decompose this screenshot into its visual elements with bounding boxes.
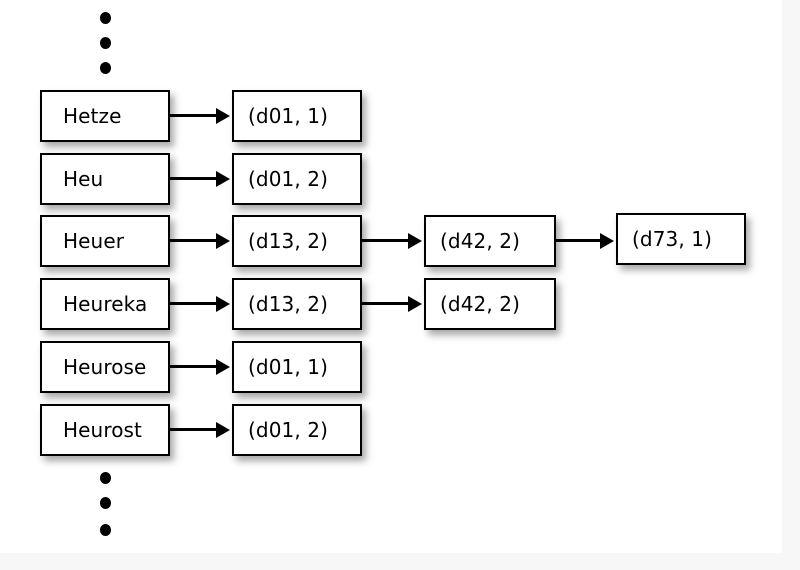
edge-posting-chain <box>556 239 602 242</box>
arrow-head-icon <box>216 233 230 249</box>
ellipsis-dot <box>100 62 111 74</box>
posting-box[interactable]: (d42, 2) <box>424 215 556 267</box>
ellipsis-dot <box>100 524 111 536</box>
dictionary-term-box[interactable]: Heurose <box>40 341 170 393</box>
edge-term-to-posting <box>170 428 218 431</box>
posting-box[interactable]: (d01, 2) <box>232 153 362 205</box>
posting-box[interactable]: (d73, 1) <box>616 213 746 265</box>
posting-box[interactable]: (d01, 1) <box>232 341 362 393</box>
posting-box[interactable]: (d13, 2) <box>232 215 362 267</box>
edge-posting-chain <box>362 239 410 242</box>
edge-term-to-posting <box>170 365 218 368</box>
ellipsis-dot <box>100 497 111 509</box>
arrow-head-icon <box>216 171 230 187</box>
posting-box[interactable]: (d13, 2) <box>232 278 362 330</box>
dictionary-term-box[interactable]: Heu <box>40 153 170 205</box>
posting-box[interactable]: (d01, 1) <box>232 90 362 142</box>
edge-term-to-posting <box>170 177 218 180</box>
dictionary-term-box[interactable]: Heureka <box>40 278 170 330</box>
arrow-head-icon <box>216 296 230 312</box>
edge-term-to-posting <box>170 114 218 117</box>
arrow-head-icon <box>408 233 422 249</box>
posting-box[interactable]: (d42, 2) <box>424 278 556 330</box>
arrow-head-icon <box>408 296 422 312</box>
dictionary-term-box[interactable]: Hetze <box>40 90 170 142</box>
edge-term-to-posting <box>170 239 218 242</box>
arrow-head-icon <box>600 233 614 249</box>
dictionary-term-box[interactable]: Heurost <box>40 404 170 456</box>
dictionary-term-box[interactable]: Heuer <box>40 215 170 267</box>
posting-box[interactable]: (d01, 2) <box>232 404 362 456</box>
arrow-head-icon <box>216 422 230 438</box>
arrow-head-icon <box>216 108 230 124</box>
ellipsis-dot <box>100 37 111 49</box>
edge-posting-chain <box>362 302 410 305</box>
arrow-head-icon <box>216 359 230 375</box>
edge-term-to-posting <box>170 302 218 305</box>
ellipsis-dot <box>100 472 111 484</box>
ellipsis-dot <box>100 12 111 24</box>
